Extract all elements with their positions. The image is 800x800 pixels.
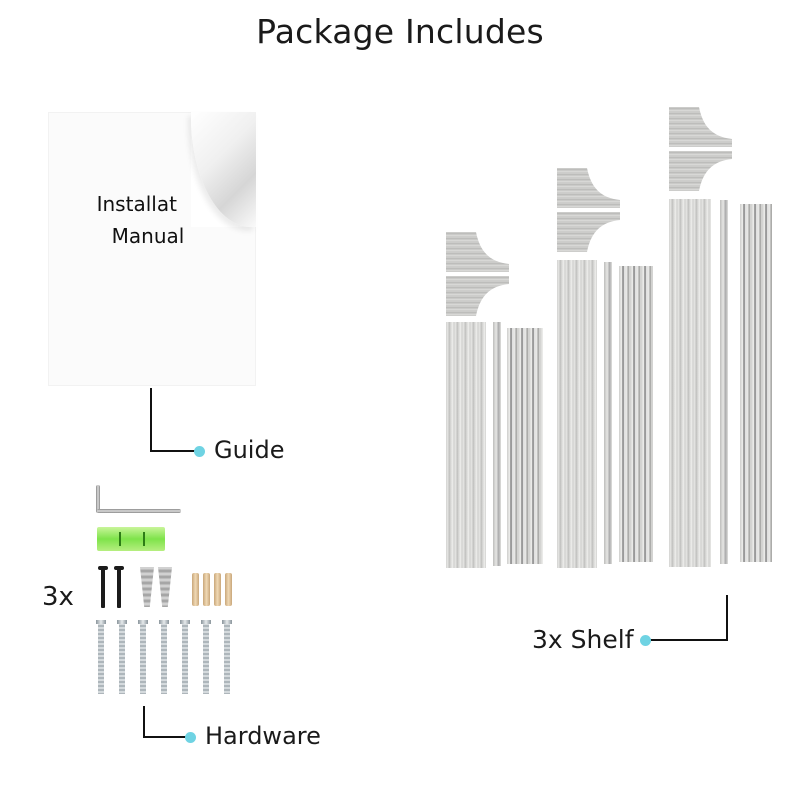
shelf-board bbox=[669, 199, 711, 567]
guide-leader-line-h bbox=[150, 450, 196, 452]
hardware-leader-line bbox=[143, 706, 145, 738]
page-curl-icon bbox=[191, 112, 256, 227]
shelf-back bbox=[740, 204, 772, 562]
manual-title-line2: Manual bbox=[111, 224, 185, 248]
manual-title-line1: Installation bbox=[96, 192, 177, 216]
guide-dot-icon bbox=[194, 446, 205, 457]
shelf-back bbox=[507, 328, 543, 564]
shelf-leader-line bbox=[726, 595, 728, 641]
hardware-label: Hardware bbox=[205, 722, 321, 750]
black-screw-icon bbox=[101, 568, 105, 608]
bracket-top bbox=[669, 107, 732, 147]
allen-key-icon bbox=[96, 485, 100, 513]
black-screw-head bbox=[114, 566, 124, 570]
page-title: Package Includes bbox=[256, 12, 544, 51]
hardware-quantity: 3x bbox=[42, 582, 74, 612]
shelf-rail bbox=[720, 200, 728, 564]
shelf-board bbox=[557, 260, 597, 568]
shelf-medium bbox=[557, 168, 657, 572]
drywall-anchor-icon bbox=[140, 567, 154, 607]
bracket-bottom bbox=[669, 151, 732, 191]
hardware-leader-line-h bbox=[143, 736, 187, 738]
shelf-small bbox=[446, 232, 546, 572]
shelf-label: 3x Shelf bbox=[532, 625, 634, 654]
guide-leader-line bbox=[150, 388, 152, 452]
bracket-bottom bbox=[446, 276, 509, 316]
hardware-dot-icon bbox=[185, 732, 196, 743]
drywall-anchor-icon bbox=[158, 567, 172, 607]
wood-dowel-icon bbox=[192, 573, 199, 606]
black-screw-head bbox=[98, 566, 108, 570]
shelf-back bbox=[619, 266, 653, 562]
shelf-dot-icon bbox=[640, 635, 651, 646]
wood-dowel-icon bbox=[225, 573, 232, 606]
allen-key-arm bbox=[97, 509, 181, 513]
long-screws-group bbox=[96, 620, 236, 695]
installation-manual: Installation Manual bbox=[48, 112, 256, 386]
bracket-top bbox=[446, 232, 509, 272]
shelf-rail bbox=[493, 322, 501, 566]
black-screw-icon bbox=[117, 568, 121, 608]
bracket-bottom bbox=[557, 212, 620, 252]
wood-dowel-icon bbox=[203, 573, 210, 606]
wood-dowel-icon bbox=[214, 573, 221, 606]
shelf-leader-line-h bbox=[648, 639, 728, 641]
shelf-rail bbox=[604, 262, 612, 564]
shelf-large bbox=[669, 107, 779, 572]
shelf-board bbox=[446, 322, 486, 568]
guide-label: Guide bbox=[214, 436, 285, 464]
bracket-top bbox=[557, 168, 620, 208]
bubble-level-icon bbox=[97, 527, 165, 551]
